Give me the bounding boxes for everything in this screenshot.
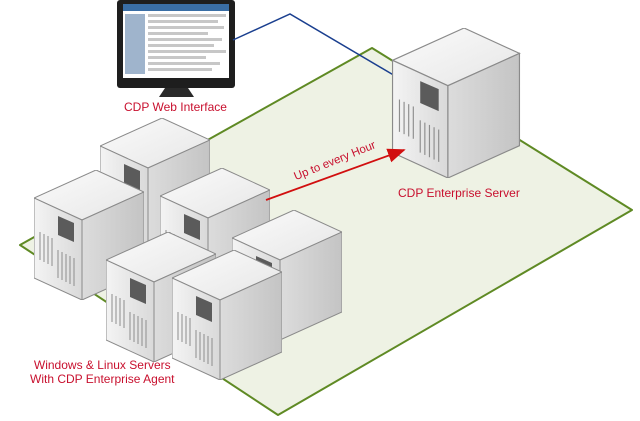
monitor-icon [117, 0, 235, 97]
web-interface-label: CDP Web Interface [124, 100, 227, 114]
servers-label-line-2: With CDP Enterprise Agent [30, 372, 175, 386]
servers-label-line-1: Windows & Linux Servers [33, 358, 171, 372]
backup-arrow [265, 148, 406, 201]
enterprise-server-label: CDP Enterprise Server [398, 186, 520, 200]
servers-label: Windows & Linux Servers With CDP Enterpr… [30, 358, 175, 386]
